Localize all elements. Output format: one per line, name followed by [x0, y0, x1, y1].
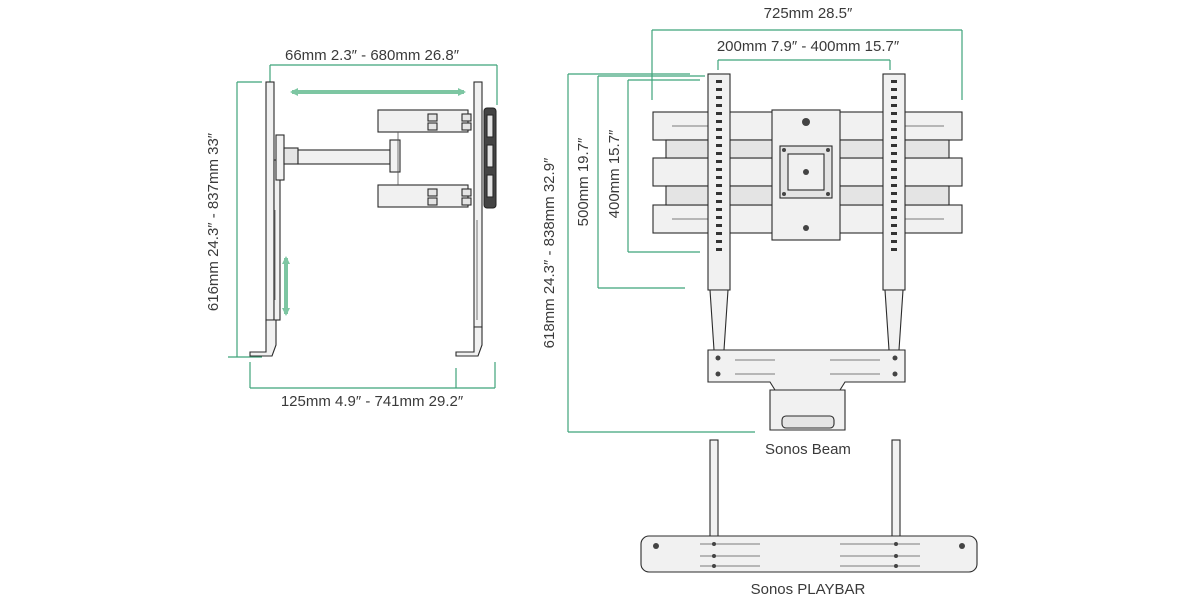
center-wall-plate: [771, 109, 841, 241]
side-depth-label: 66mm 2.3″ - 680mm 26.8″: [285, 47, 460, 64]
front-height-dimension: 618mm 24.3″ - 838mm 32.9″: [541, 73, 755, 433]
left-upright: [707, 73, 731, 351]
vesa-horizontal-label: 200mm 7.9″ - 400mm 15.7″: [717, 38, 900, 55]
front-width-dimension: 725mm 28.5″: [651, 5, 963, 100]
side-wall-bracket: [249, 81, 299, 357]
front-view: 725mm 28.5″ 200mm 7.9″ - 400mm 15.7″ 500…: [541, 5, 978, 598]
side-depth-dimension: 66mm 2.3″ - 680mm 26.8″: [269, 47, 498, 160]
side-view: 66mm 2.3″ - 680mm 26.8″ 616mm 24.3″ - 83…: [205, 47, 498, 410]
vesa-400-label: 400mm 15.7″: [606, 129, 623, 218]
side-tv-bracket: [455, 81, 497, 357]
side-floor-label: 125mm 4.9″ - 741mm 29.2″: [281, 393, 464, 410]
beam-shelf: [707, 349, 906, 431]
front-height-label: 618mm 24.3″ - 838mm 32.9″: [541, 157, 558, 348]
vesa-500-label: 500mm 19.7″: [575, 137, 592, 226]
right-upright: [882, 73, 906, 351]
side-floor-dimension: 125mm 4.9″ - 741mm 29.2″: [249, 362, 496, 410]
side-height-label: 616mm 24.3″ - 837mm 33″: [205, 132, 222, 311]
side-arm: [297, 109, 472, 208]
vesa-horizontal-dimension: 200mm 7.9″ - 400mm 15.7″: [717, 38, 900, 70]
front-width-label: 725mm 28.5″: [764, 5, 853, 22]
vesa-400-dimension: 400mm 15.7″: [606, 79, 700, 253]
beam-caption: Sonos Beam: [765, 441, 851, 458]
side-height-dimension: 616mm 24.3″ - 837mm 33″: [205, 81, 262, 358]
vesa-500-dimension: 500mm 19.7″: [575, 75, 705, 289]
playbar-caption: Sonos PLAYBAR: [751, 581, 866, 598]
playbar-bracket: [640, 439, 978, 573]
